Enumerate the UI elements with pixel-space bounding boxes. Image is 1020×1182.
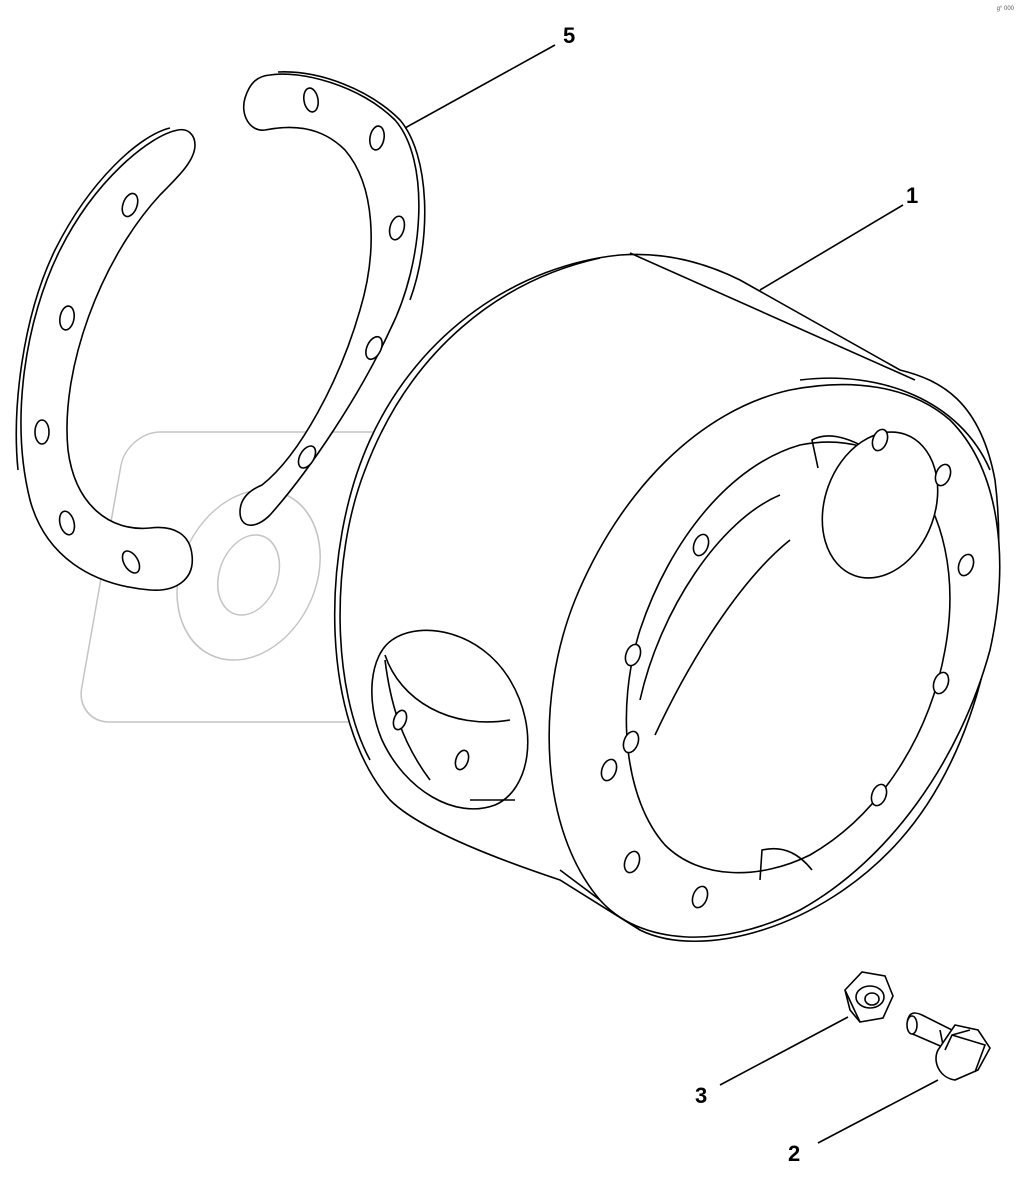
leader-line-1 — [759, 204, 904, 291]
callout-part-2: 2 — [788, 1141, 801, 1166]
drum-housing — [333, 252, 1001, 942]
flange-bolt — [906, 1012, 991, 1081]
leader-line-2 — [817, 1079, 939, 1144]
leader-line-5 — [404, 44, 556, 129]
callout-part-3: 3 — [695, 1083, 708, 1108]
leader-line-3 — [719, 1016, 849, 1086]
corner-code: g° 000 — [996, 6, 1014, 12]
callout-part-1: 1 — [906, 183, 919, 208]
flange-nut — [844, 971, 894, 1023]
callout-part-5: 5 — [563, 23, 576, 48]
shim-ring-right-half — [239, 71, 426, 526]
leader-lines — [404, 44, 939, 1144]
shim-ring-left-half — [15, 127, 196, 591]
